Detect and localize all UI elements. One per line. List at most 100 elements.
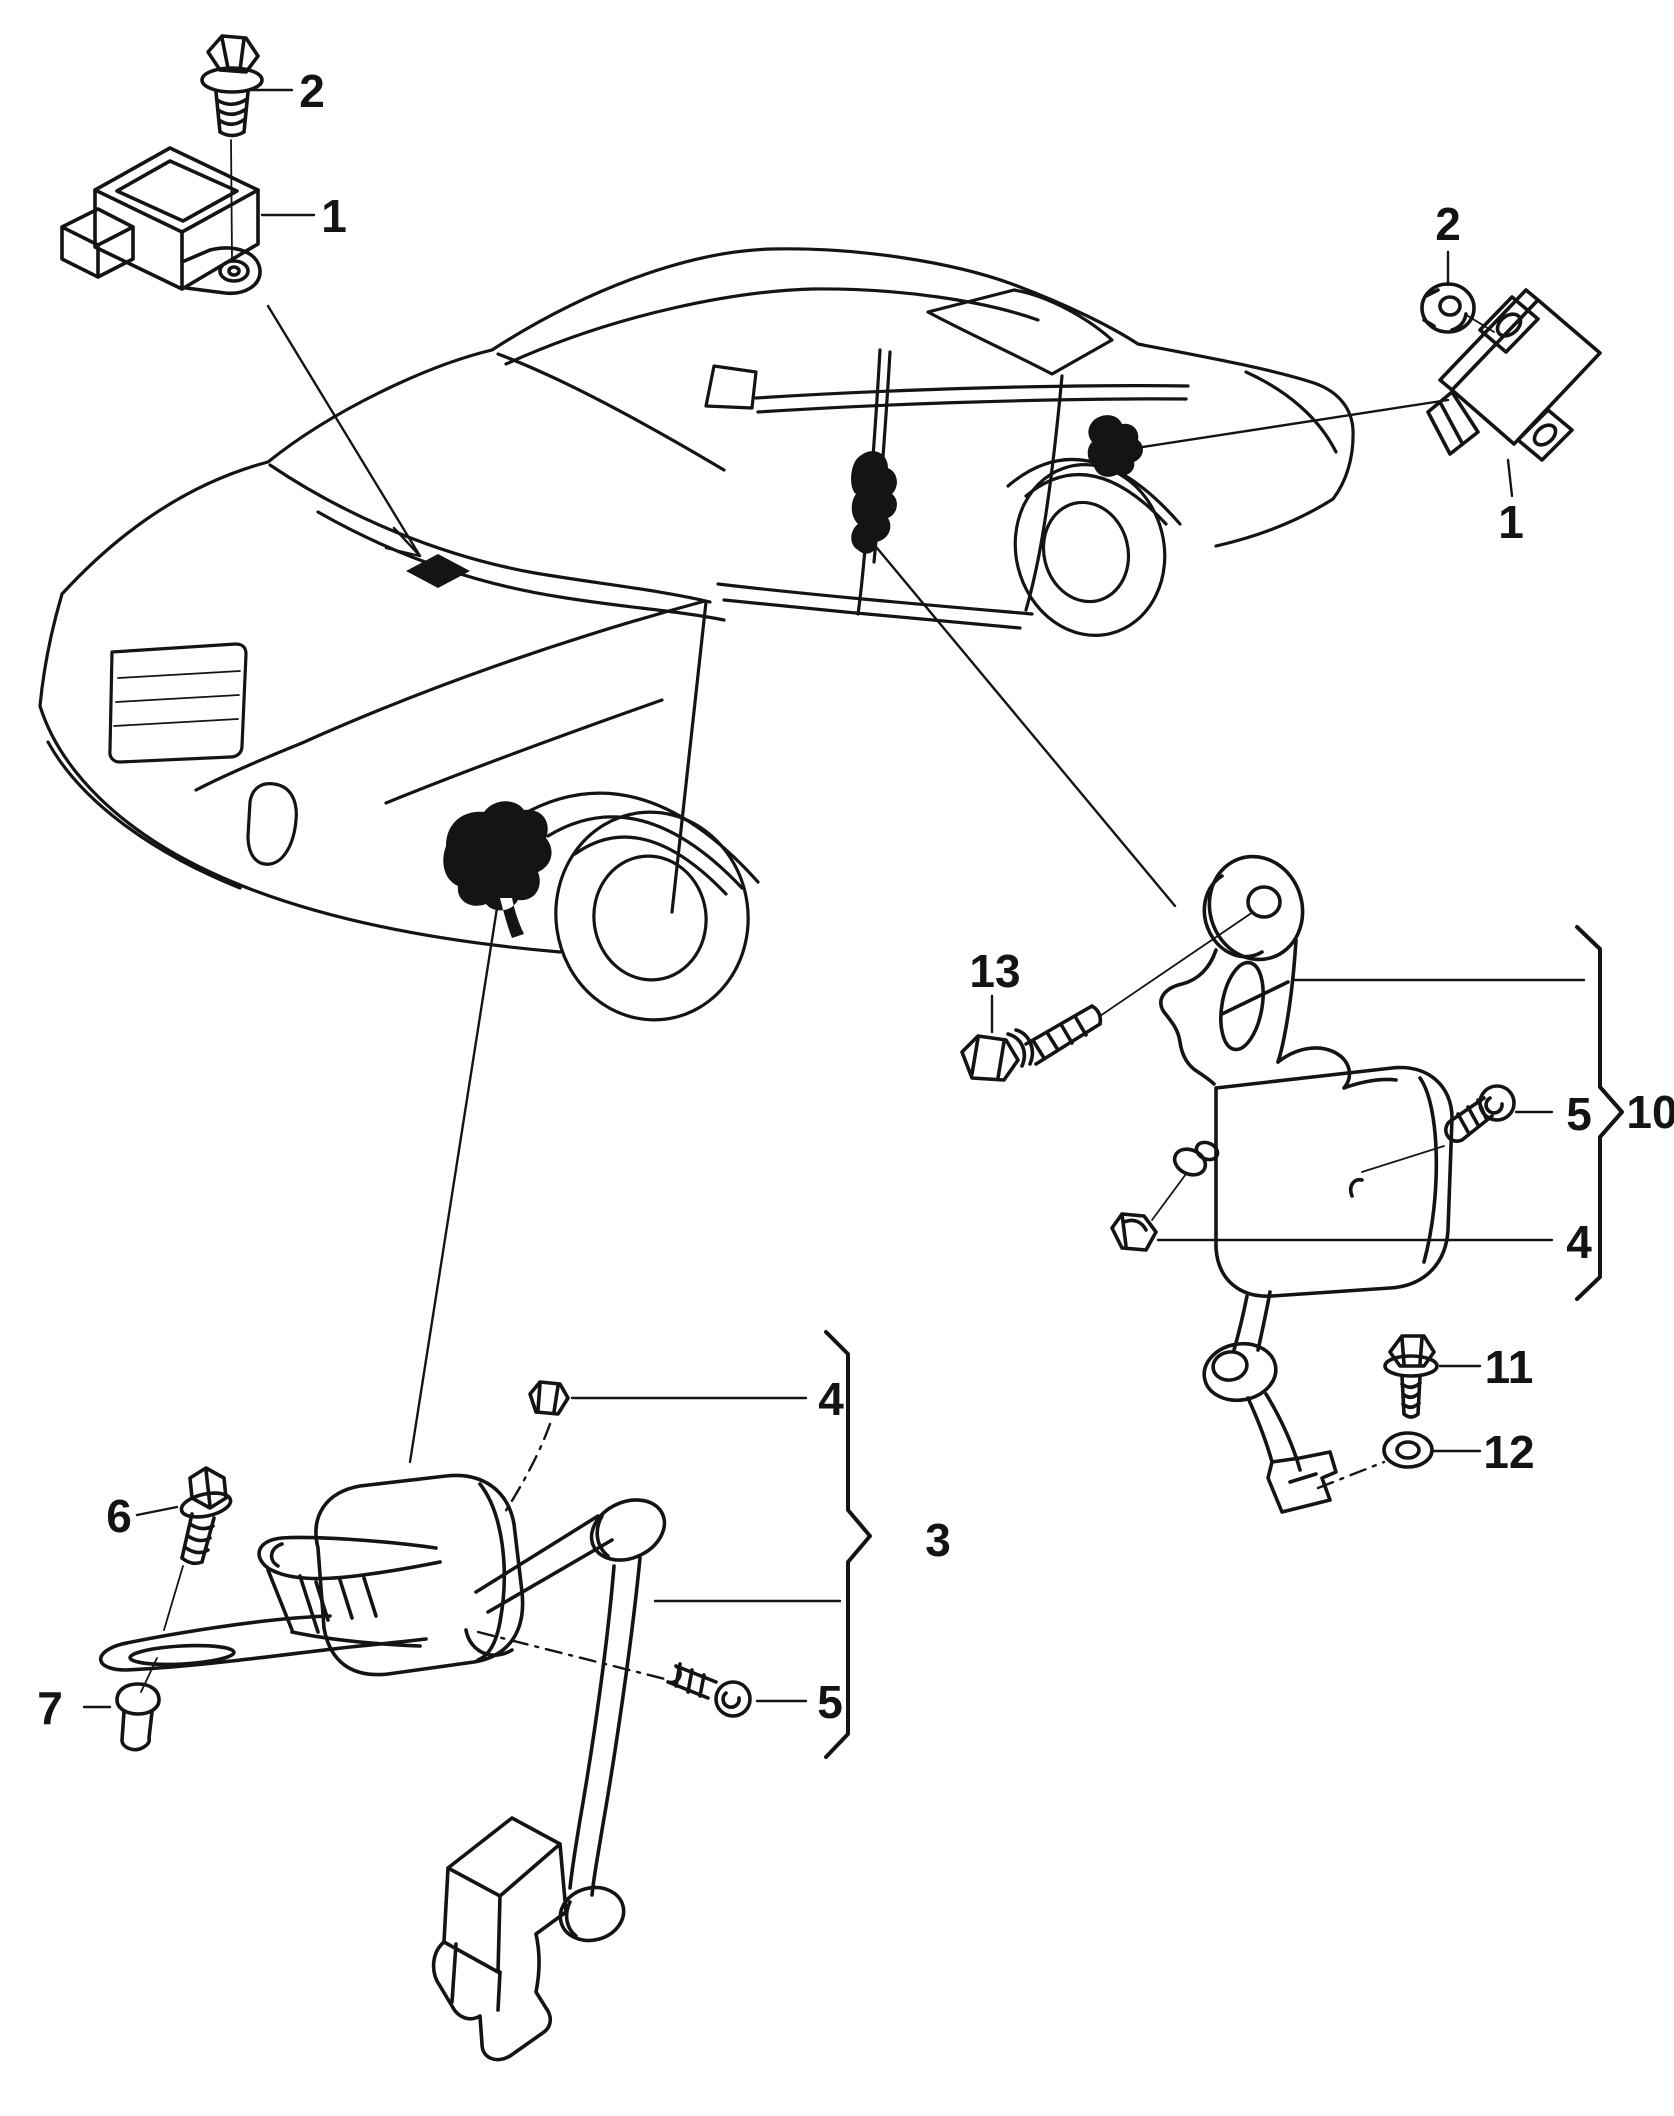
bracket-flange	[1276, 1046, 1398, 1090]
bracket-right-edge	[1276, 938, 1298, 1064]
hood-crease-a	[300, 599, 707, 745]
rivet-7	[115, 1682, 161, 1752]
front-left-edge	[38, 592, 64, 708]
callout-label-2-right: 2	[1435, 198, 1461, 250]
callout-label-5-front: 5	[817, 1676, 843, 1728]
link-arm-lower	[1246, 1392, 1302, 1472]
rear-window	[926, 288, 1114, 376]
bolt-11-flange	[1383, 1354, 1439, 1378]
foot-bracket	[1266, 1450, 1338, 1514]
bolt-shaft	[214, 90, 250, 138]
dashdot-nut-to-sensor	[503, 1422, 552, 1514]
screw-5-front	[666, 1662, 718, 1700]
module-mount-tab	[180, 246, 262, 296]
sensor-lever	[474, 1514, 614, 1614]
mirror	[704, 364, 758, 410]
callout-label-12: 12	[1483, 1426, 1534, 1478]
screw-5-rear-curl	[1484, 1096, 1504, 1115]
roof-inner-line	[504, 287, 1040, 366]
bumper-inner	[46, 740, 242, 890]
callout-line-6	[135, 1505, 179, 1517]
front-level-sensor-assembly	[82, 1330, 872, 2062]
callout-label-4-rear: 4	[1566, 1216, 1592, 1268]
bracket-ring-mid	[1202, 874, 1264, 959]
nose-edge	[194, 741, 304, 792]
link-eye-outer	[1202, 1341, 1278, 1403]
brace-10	[1575, 925, 1624, 1301]
bracket-plate-slot	[128, 1643, 236, 1667]
module-mount-tab-hole	[1532, 423, 1558, 447]
module-tab-hole	[218, 259, 250, 283]
screw-5-rear-head	[1478, 1084, 1516, 1122]
bolt-axis	[230, 139, 233, 259]
bolt-11-shaft	[1400, 1374, 1422, 1419]
module-connector	[60, 207, 135, 279]
dashdot-screw5-axis	[476, 1630, 667, 1681]
leader-door-blob-to-rear-bracket	[875, 546, 1177, 908]
screw-5-rear-axis	[1361, 1145, 1445, 1173]
screw-6-head	[188, 1466, 228, 1510]
leader-rear-blob-to-module-right	[1134, 398, 1450, 450]
callout-label-13: 13	[969, 945, 1020, 997]
nut-front-icon	[528, 1380, 570, 1416]
module-mount-tab	[1516, 408, 1574, 462]
bolt-13-head	[960, 1034, 1020, 1082]
marker-blob-front-wheel	[443, 801, 552, 938]
bracket-ring-outer	[1207, 854, 1305, 962]
bracket-left-edge	[1159, 948, 1218, 1086]
grille-slats	[113, 670, 241, 727]
washer-inner	[1395, 1440, 1421, 1460]
callout-label-1-left: 1	[321, 190, 347, 242]
rear-level-sensor-assembly	[960, 854, 1624, 1514]
washer-outer	[1382, 1431, 1434, 1469]
car-outline	[38, 247, 1355, 1022]
rivet-7-axis	[140, 1657, 158, 1693]
callout-label-10: 10	[1626, 1086, 1674, 1138]
bracket-cutout	[1219, 960, 1265, 1052]
screw-5-front-head	[714, 1680, 752, 1718]
callout-labels: 2 1 2 1 13 5 10 4 11 12 4 3 5 6 7	[37, 65, 1674, 1734]
control-module-left	[60, 34, 316, 296]
windshield-top-edge	[496, 352, 726, 472]
front-tire	[554, 810, 750, 1022]
screw-6-axis	[163, 1565, 184, 1631]
nut-rear-icon	[1110, 1212, 1158, 1252]
callout-label-1-right: 1	[1498, 496, 1524, 548]
sensor-body	[1214, 1065, 1454, 1298]
callout-line-1-right	[1506, 458, 1514, 498]
module-tab-hole-inner	[227, 265, 241, 277]
marker-blob-door	[851, 451, 897, 554]
callout-label-2-left: 2	[299, 65, 325, 117]
hood-crease-b	[384, 698, 664, 805]
beltline	[754, 384, 1190, 414]
grille	[108, 642, 248, 764]
dashdot-foot-to-washer	[1316, 1460, 1386, 1490]
bolt-13-axis	[1099, 911, 1254, 1017]
location-markers	[406, 415, 1143, 938]
module-body	[1438, 288, 1602, 446]
rocker-lines	[716, 582, 1034, 630]
bracket-ring-inner	[1246, 885, 1282, 919]
bolt-13-shaft	[1024, 1004, 1103, 1066]
link-rod	[568, 1556, 642, 1897]
screw-5-rear	[1444, 1096, 1494, 1143]
leader-lines	[266, 304, 1450, 1464]
callout-label-4-front: 4	[818, 1373, 844, 1425]
lever-ball-outer	[589, 1498, 667, 1562]
callout-label-11: 11	[1485, 1341, 1534, 1393]
stud-axis	[1151, 1173, 1187, 1221]
bracket-rail	[257, 1535, 442, 1581]
callout-label-6: 6	[106, 1490, 132, 1542]
lower-clip-bracket	[431, 1816, 568, 2062]
sensor-endcap	[1348, 1076, 1439, 1264]
sensor-stud-head	[1172, 1147, 1208, 1177]
bracket-plate	[98, 1614, 428, 1672]
rear-tire	[1013, 463, 1167, 637]
screw-5-front-curl	[721, 1691, 741, 1709]
nut-inner	[1438, 295, 1462, 317]
link-eye-inner	[1211, 1350, 1249, 1382]
car-silhouette	[60, 247, 1355, 596]
front-door-edge	[670, 600, 708, 914]
